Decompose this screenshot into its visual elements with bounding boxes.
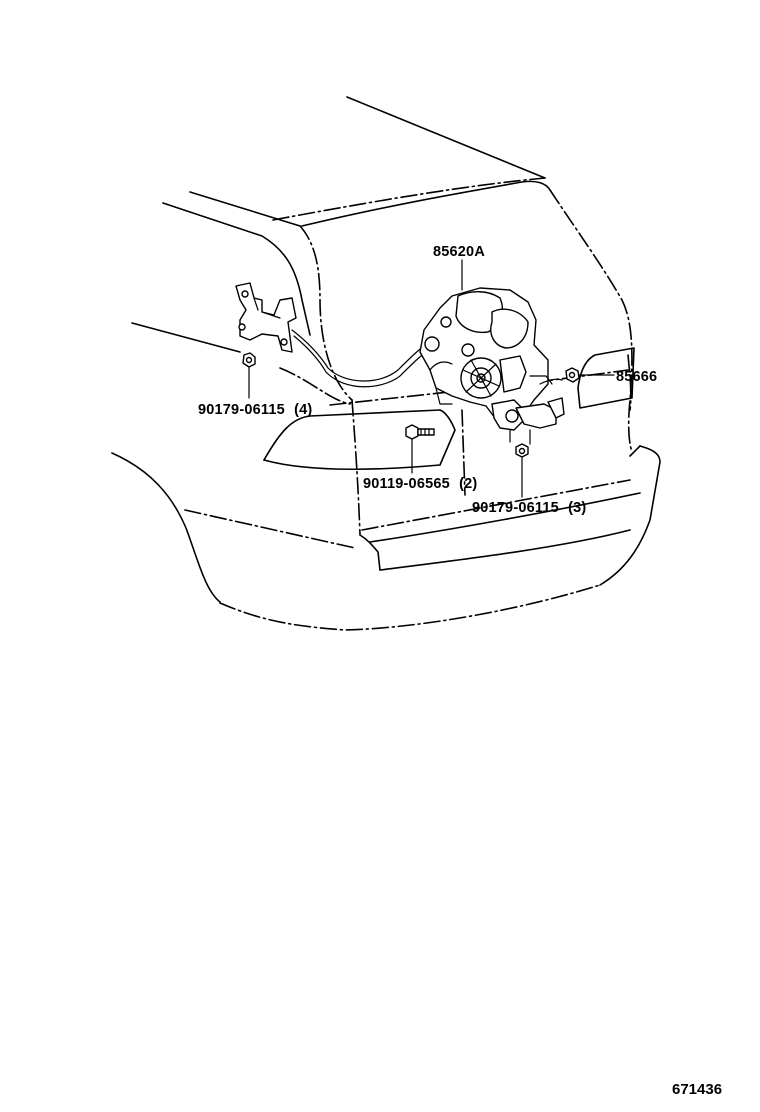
figure-id: 671436 (672, 1081, 722, 1098)
callout-nut-lower-part-number: 90179-06115 (472, 500, 559, 516)
actuator-assembly (419, 287, 565, 431)
callout-nut-lower-quantity: (3) (568, 500, 586, 516)
callout-bolt: 90119-06565 (2) (363, 476, 477, 492)
release-cable (291, 329, 435, 388)
nut-lower-fastener (515, 443, 529, 458)
callout-bolt-quantity: (2) (459, 476, 477, 492)
vehicle-body-outline (111, 96, 661, 631)
hinge-bracket (235, 282, 297, 353)
callout-nut-lower: 90179-06115 (3) (472, 500, 586, 516)
callout-actuator-part-number: 85620A (433, 244, 485, 260)
nut-right-fastener (565, 367, 580, 383)
callout-bolt-part-number: 90119-06565 (363, 476, 450, 492)
callout-nut-left-quantity: (4) (294, 402, 312, 418)
bolt-fastener (405, 424, 435, 440)
callout-nut-right-part-number: 85666 (616, 369, 657, 385)
leader-lines (248, 259, 615, 498)
nut-left-fastener (242, 352, 256, 368)
callout-nut-left: 90179-06115 (4) (198, 402, 312, 418)
callout-nut-left-part-number: 90179-06115 (198, 402, 285, 418)
